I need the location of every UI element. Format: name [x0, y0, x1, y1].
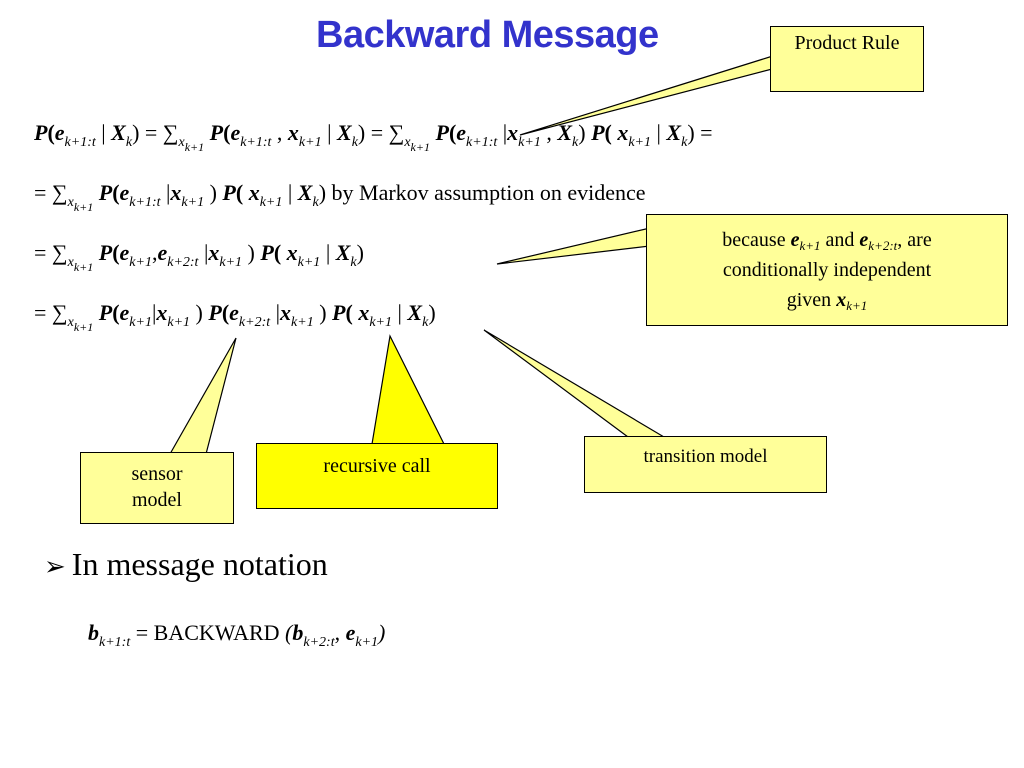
bullet-item: ➢In message notation — [44, 546, 328, 583]
product-rule-text: Product Rule — [794, 32, 900, 54]
recursive-pointer — [371, 334, 445, 445]
equation-line-2: = ∑xk+1 P(ek+1:t |xk+1 ) P( xk+1 | Xk) b… — [34, 180, 646, 214]
transition-pointer — [483, 329, 667, 438]
because-text: because — [722, 229, 786, 251]
given-text: given — [786, 289, 832, 311]
equation-line-1: P(ek+1:t | Xk) = ∑xk+1 P(ek+1:t , xk+1 |… — [34, 120, 713, 154]
transition-model-callout: transition model — [584, 436, 827, 493]
are-text: , are — [897, 229, 932, 251]
equation-line-3: = ∑xk+1 P(ek+1,ek+2:t |xk+1 ) P( xk+1 | … — [34, 240, 364, 274]
markov-pointer — [496, 227, 651, 265]
equation-line-4: = ∑xk+1 P(ek+1|xk+1 ) P(ek+2:t |xk+1 ) P… — [34, 300, 436, 334]
bullet-text: In message notation — [71, 546, 328, 582]
recursive-call-text: recursive call — [323, 455, 431, 477]
cond-indep-text: conditionally independent — [722, 259, 932, 281]
sensor-model-callout: sensor model — [80, 452, 234, 524]
markov-note: by Markov assumption on evidence — [331, 180, 646, 205]
product-rule-callout: Product Rule — [770, 26, 924, 92]
message-notation: bk+1:t = BACKWARD (bk+2:t, ek+1) — [88, 620, 386, 650]
recursive-call-callout: recursive call — [256, 443, 498, 509]
arrow-bullet-icon: ➢ — [44, 552, 66, 582]
transition-model-text: transition model — [643, 446, 768, 467]
and-text: and — [825, 229, 855, 251]
sensor-model-text: sensor model — [131, 463, 183, 511]
slide-title: Backward Message — [316, 14, 659, 56]
independence-callout: because ek+1 and ek+2:t, are conditional… — [646, 214, 1008, 326]
backward-function: BACKWARD — [153, 620, 280, 645]
sensor-pointer — [168, 337, 237, 455]
